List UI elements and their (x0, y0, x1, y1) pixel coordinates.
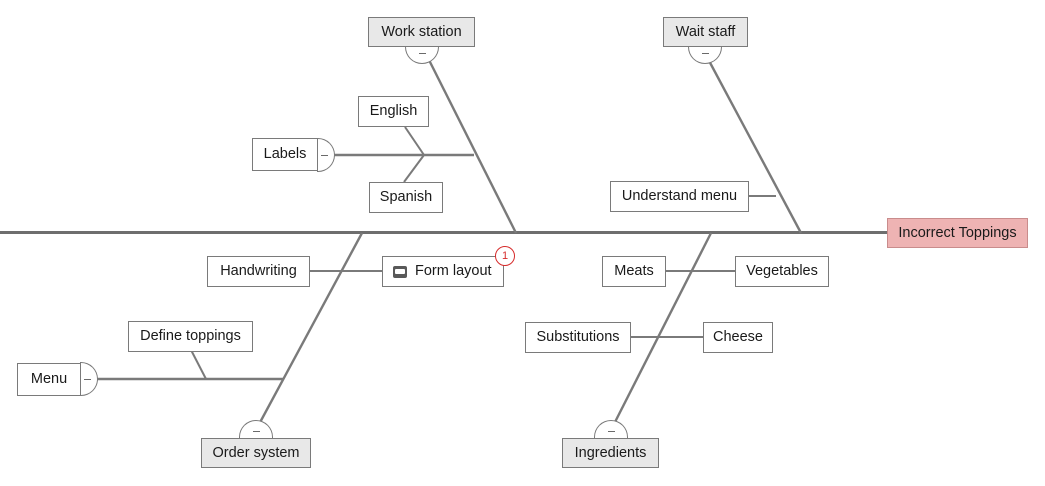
minus-icon (83, 378, 91, 380)
cause-node-cheese[interactable]: Cheese (703, 322, 773, 353)
minus-icon (320, 154, 328, 156)
category-label-work-station: Work station (381, 23, 462, 40)
bone-work-station (425, 55, 518, 234)
cause-node-menu[interactable]: Menu (17, 363, 81, 396)
cause-label-handwriting: Handwriting (220, 263, 297, 280)
category-label-order-system: Order system (212, 444, 300, 461)
cause-node-meats[interactable]: Meats (602, 256, 666, 287)
cause-label-form-layout: Form layout (415, 263, 492, 280)
minus-icon (607, 430, 615, 432)
cause-label-menu: Menu (30, 371, 68, 388)
category-node-ingredients[interactable]: Ingredients (562, 438, 659, 468)
cause-node-substitutions[interactable]: Substitutions (525, 322, 631, 353)
connector-define-toppings (189, 347, 207, 380)
category-node-order-system[interactable]: Order system (201, 438, 311, 468)
minus-icon (701, 52, 709, 54)
cause-label-understand-menu: Understand menu (621, 188, 738, 205)
bone-ingredients (610, 232, 713, 429)
cause-node-form-layout[interactable]: Form layout (382, 256, 504, 287)
connector-spanish (403, 154, 425, 183)
effect-label: Incorrect Toppings (898, 224, 1017, 241)
category-label-wait-staff: Wait staff (675, 23, 736, 40)
comment-count-value: 1 (501, 250, 509, 262)
cause-label-spanish: Spanish (379, 189, 433, 206)
cause-label-cheese: Cheese (713, 329, 763, 346)
cause-node-understand-menu[interactable]: Understand menu (610, 181, 749, 212)
cause-node-spanish[interactable]: Spanish (369, 182, 443, 213)
category-node-wait-staff[interactable]: Wait staff (663, 17, 748, 47)
comment-count-badge[interactable]: 1 (495, 246, 515, 266)
cause-node-vegetables[interactable]: Vegetables (735, 256, 829, 287)
cause-label-english: English (369, 103, 418, 120)
cause-node-labels[interactable]: Labels (252, 138, 318, 171)
cause-label-define-toppings: Define toppings (140, 328, 241, 345)
cause-label-labels: Labels (263, 146, 307, 163)
note-icon (393, 265, 407, 278)
minus-icon (418, 52, 426, 54)
connector-english (404, 126, 425, 156)
bone-wait-staff (705, 56, 803, 234)
category-node-work-station[interactable]: Work station (368, 17, 475, 47)
cause-label-substitutions: Substitutions (536, 329, 620, 346)
cause-node-define-toppings[interactable]: Define toppings (128, 321, 253, 352)
cause-node-handwriting[interactable]: Handwriting (207, 256, 310, 287)
effect-node-incorrect-toppings[interactable]: Incorrect Toppings (887, 218, 1028, 248)
category-label-ingredients: Ingredients (574, 444, 647, 461)
bone-order-system (255, 232, 364, 429)
cause-label-meats: Meats (614, 263, 654, 280)
minus-icon (252, 430, 260, 432)
cause-node-english[interactable]: English (358, 96, 429, 127)
cause-label-vegetables: Vegetables (746, 263, 818, 280)
